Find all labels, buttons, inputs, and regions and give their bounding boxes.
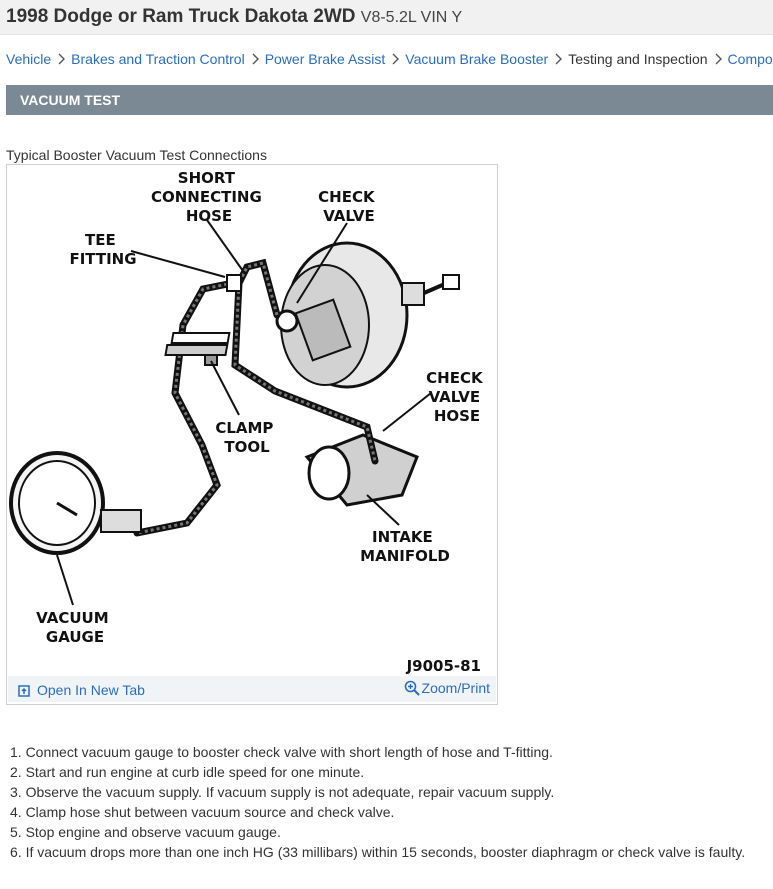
step-item: 4. Clamp hose shut between vacuum source… bbox=[10, 804, 395, 820]
vacuum-gauge bbox=[9, 451, 142, 555]
page-title: 1998 Dodge or Ram Truck Dakota 2WD V8-5.… bbox=[6, 6, 462, 28]
figure-code: J9005-81 bbox=[406, 657, 481, 675]
breadcrumb-vehicle[interactable]: Vehicle bbox=[6, 51, 52, 67]
title-bar: 1998 Dodge or Ram Truck Dakota 2WD V8-5.… bbox=[0, 0, 773, 35]
intake-manifold bbox=[304, 433, 419, 507]
vacuum-test-diagram[interactable]: SHORT CONNECTING HOSE CHECK VALVE TEE FI… bbox=[7, 165, 497, 676]
step-item: 5. Stop engine and observe vacuum gauge. bbox=[10, 824, 281, 840]
check-valve-hose-label: CHECK VALVE HOSE bbox=[426, 369, 488, 425]
clamp-tool bbox=[164, 332, 231, 366]
zoom-print-label: Zoom/Print bbox=[421, 680, 490, 696]
breadcrumb-brakes[interactable]: Brakes and Traction Control bbox=[71, 51, 245, 67]
figure-caption: Typical Booster Vacuum Test Connections bbox=[6, 147, 267, 163]
breadcrumb-power-brake-assist[interactable]: Power Brake Assist bbox=[264, 51, 386, 67]
breadcrumb: Vehicle Brakes and Traction Control Power … bbox=[6, 51, 773, 67]
check-valve-label: CHECK VALVE bbox=[318, 188, 380, 225]
breadcrumb-vacuum-brake-booster[interactable]: Vacuum Brake Booster bbox=[405, 51, 549, 67]
vehicle-title: 1998 Dodge or Ram Truck Dakota 2WD bbox=[6, 6, 356, 27]
chevron-right-icon bbox=[555, 53, 563, 65]
procedure-steps: 1. Connect vacuum gauge to booster check… bbox=[10, 742, 745, 862]
magnifier-plus-icon bbox=[404, 680, 420, 696]
check-valve bbox=[275, 309, 299, 333]
section-header: VACUUM TEST bbox=[6, 85, 773, 115]
clamp-tool-label: CLAMP TOOL bbox=[215, 419, 278, 456]
step-item: 3. Observe the vacuum supply. If vacuum … bbox=[10, 784, 555, 800]
step-item: 1. Connect vacuum gauge to booster check… bbox=[10, 744, 553, 760]
step-item: 2. Start and run engine at curb idle spe… bbox=[10, 764, 365, 780]
short-hose-label: SHORT CONNECTING HOSE bbox=[151, 169, 267, 225]
breadcrumb-testing-inspection: Testing and Inspection bbox=[568, 51, 708, 67]
chevron-right-icon bbox=[715, 53, 722, 65]
figure-footer: Open In New Tab Zoom/Print bbox=[8, 676, 496, 702]
leader-lines bbox=[56, 219, 432, 606]
open-in-new-tab-label: Open In New Tab bbox=[37, 682, 145, 698]
step-item: 6. If vacuum drops more than one inch HG… bbox=[10, 844, 746, 860]
vacuum-gauge-label: VACUUM GAUGE bbox=[36, 609, 114, 646]
figure-box: SHORT CONNECTING HOSE CHECK VALVE TEE FI… bbox=[6, 164, 498, 705]
chevron-right-icon bbox=[58, 53, 66, 65]
intake-manifold-label: INTAKE MANIFOLD bbox=[360, 528, 450, 565]
section-title: VACUUM TEST bbox=[20, 92, 121, 108]
tee-fitting-label: TEE FITTING bbox=[69, 231, 136, 268]
chevron-right-icon bbox=[252, 53, 259, 65]
brake-booster bbox=[280, 241, 460, 389]
engine-subtitle: V8-5.2L VIN Y bbox=[360, 9, 463, 26]
tee-fitting bbox=[226, 274, 242, 292]
breadcrumb-component[interactable]: Compon bbox=[727, 51, 773, 67]
zoom-print-link[interactable]: Zoom/Print bbox=[404, 680, 490, 696]
open-in-new-tab-icon bbox=[18, 684, 30, 697]
open-in-new-tab-link[interactable]: Open In New Tab bbox=[18, 682, 145, 698]
chevron-right-icon bbox=[392, 53, 400, 65]
